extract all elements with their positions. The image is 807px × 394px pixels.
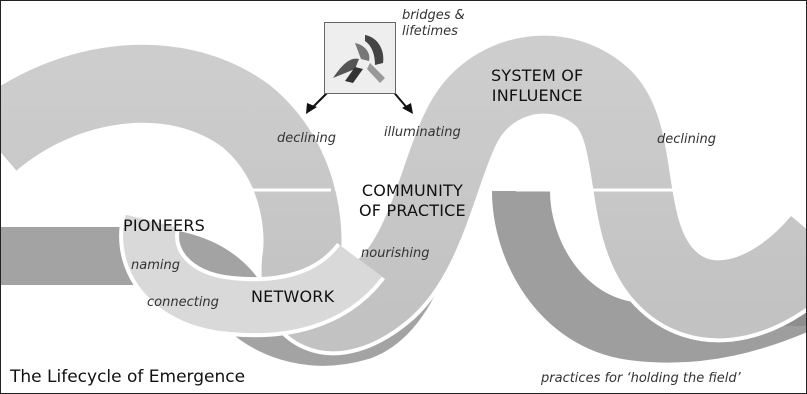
stage-system-line2: INFLUENCE: [491, 86, 583, 105]
stage-community-of-practice: COMMUNITY OF PRACTICE: [359, 181, 466, 221]
main-wave: [1, 31, 806, 356]
diagram-title: The Lifecycle of Emergence: [10, 367, 246, 387]
stage-system-of-influence: SYSTEM OF INFLUENCE: [491, 66, 583, 106]
practice-naming: naming: [131, 258, 180, 273]
practice-declining-left: declining: [277, 131, 336, 146]
practice-declining-right: declining: [657, 132, 716, 147]
diagram-footer: practices for ‘holding the field’: [541, 371, 741, 386]
bridges-note-line2: lifetimes: [402, 24, 458, 39]
practice-illuminating: illuminating: [384, 125, 461, 140]
practice-nourishing: nourishing: [361, 246, 430, 261]
stage-system-line1: SYSTEM OF: [491, 66, 584, 85]
stage-community-line1: COMMUNITY: [361, 181, 463, 200]
practice-connecting: connecting: [147, 295, 219, 310]
bridges-note: bridges & lifetimes: [402, 8, 465, 40]
stage-pioneers: PIONEERS: [123, 216, 206, 235]
stage-network: NETWORK: [251, 287, 335, 306]
stage-community-line2: OF PRACTICE: [359, 201, 466, 220]
hands-shaking-image: [324, 22, 396, 94]
bridges-note-line1: bridges &: [402, 8, 465, 23]
